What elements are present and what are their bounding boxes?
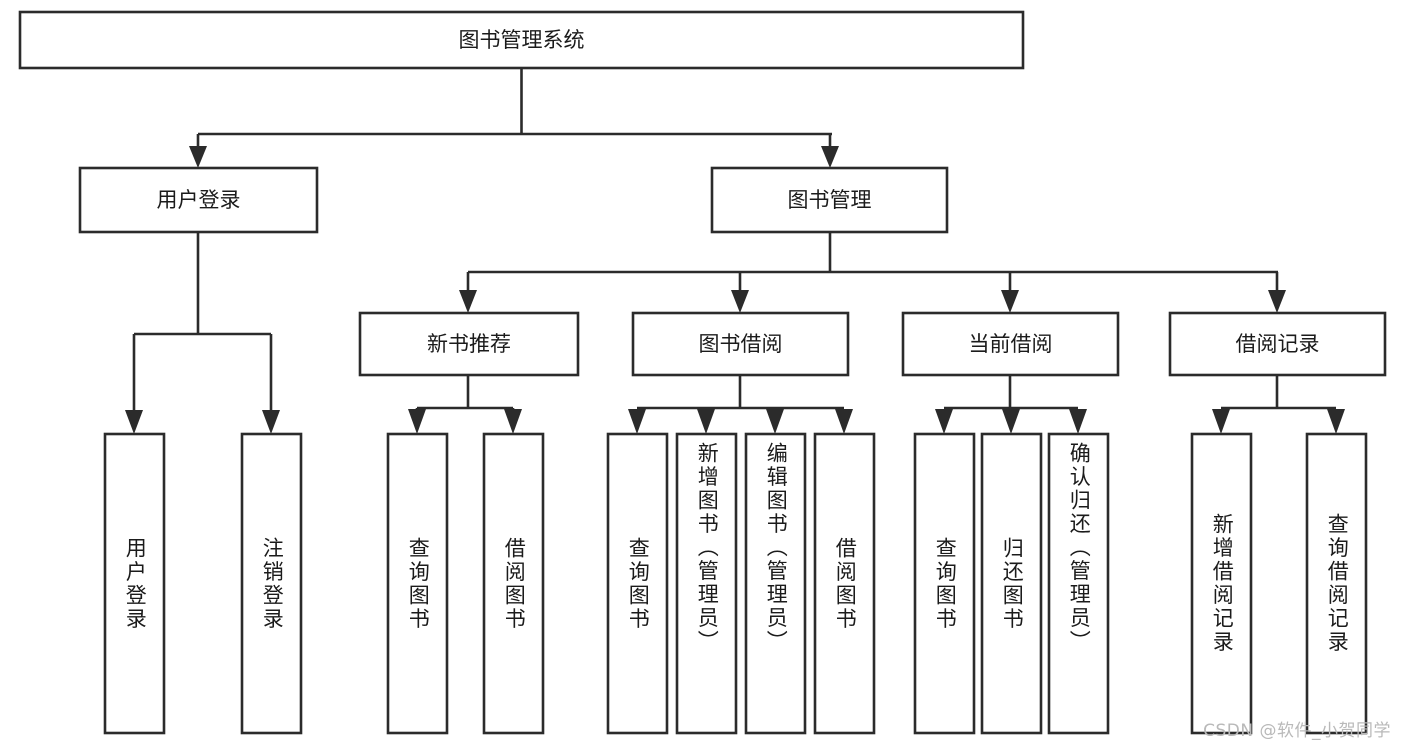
arrow-head-leaf-add-book <box>697 409 715 434</box>
leaf-box-query-book-1[interactable] <box>386 432 449 735</box>
arrow-head-leaf-query-book-1 <box>408 409 426 434</box>
leaf-box-return-book[interactable] <box>980 432 1043 735</box>
node-current-borrow[interactable]: 当前借阅 <box>901 311 1120 377</box>
node-user-login-box[interactable] <box>78 166 319 234</box>
leaf-box-query-book-3[interactable] <box>913 432 976 735</box>
node-book-management-box[interactable] <box>710 166 949 234</box>
arrow-head-leaf-return-book <box>1002 409 1020 434</box>
node-book-management[interactable]: 图书管理 <box>710 166 949 234</box>
arrow-head-leaf-edit-book <box>766 409 784 434</box>
node-new-book-recommend-label: 新书推荐 <box>427 332 511 356</box>
arrow-head-leaf-query-record <box>1327 409 1345 434</box>
arrow-head-current-borrow <box>1001 290 1019 313</box>
arrow-head-new-book-rec <box>459 290 477 313</box>
leaf-box-query-book-2[interactable] <box>606 432 669 735</box>
leaf-box-borrow-book-1[interactable] <box>482 432 545 735</box>
node-book-borrow[interactable]: 图书借阅 <box>631 311 850 377</box>
arrow-head-borrow-record <box>1268 290 1286 313</box>
node-new-book-recommend-box[interactable] <box>358 311 580 377</box>
arrow-head-leaf-query-book-2 <box>628 409 646 434</box>
arrow-head-book-borrow <box>731 290 749 313</box>
node-borrow-record-label: 借阅记录 <box>1236 332 1320 356</box>
leaf-box-logout[interactable] <box>240 432 303 735</box>
leaf-box-query-borrow-record[interactable] <box>1305 432 1368 735</box>
connector-group-book-mgmt <box>459 232 1286 313</box>
connector-group-user-login <box>125 232 280 434</box>
arrow-head-leaf-borrow-book-2 <box>835 409 853 434</box>
connector-group-new-book-rec <box>408 375 522 434</box>
leaf-box-add-book[interactable] <box>675 432 738 735</box>
leaf-box-user-login[interactable] <box>103 432 166 735</box>
connector-group-current-borrow <box>935 375 1087 434</box>
arrow-head-book-mgmt <box>821 146 839 168</box>
node-book-borrow-box[interactable] <box>631 311 850 377</box>
arrow-head-user-login <box>189 146 207 168</box>
leaf-box-confirm-return[interactable] <box>1047 432 1110 735</box>
node-book-borrow-label: 图书借阅 <box>699 332 783 356</box>
node-root-box[interactable] <box>18 10 1025 70</box>
node-current-borrow-box[interactable] <box>901 311 1120 377</box>
node-user-login-label: 用户登录 <box>157 188 241 212</box>
connector-group-root <box>189 68 839 168</box>
connector-group-borrow-record <box>1212 375 1345 434</box>
leaf-box-add-borrow-record[interactable] <box>1190 432 1253 735</box>
leaf-box-borrow-book-2[interactable] <box>813 432 876 735</box>
node-borrow-record[interactable]: 借阅记录 <box>1168 311 1387 377</box>
node-user-login[interactable]: 用户登录 <box>78 166 319 234</box>
node-book-management-label: 图书管理 <box>788 188 872 212</box>
node-current-borrow-label: 当前借阅 <box>969 332 1053 356</box>
node-root-label: 图书管理系统 <box>459 28 585 52</box>
arrow-head-leaf-query-book-3 <box>935 409 953 434</box>
arrow-head-leaf-logout <box>262 410 280 434</box>
node-root[interactable]: 图书管理系统 <box>18 10 1025 70</box>
arrow-head-leaf-add-record <box>1212 409 1230 434</box>
arrow-head-leaf-user-login <box>125 410 143 434</box>
arrow-head-leaf-borrow-book-1 <box>504 409 522 434</box>
leaf-box-edit-book[interactable] <box>744 432 807 735</box>
connector-group-book-borrow <box>628 375 853 434</box>
node-borrow-record-box[interactable] <box>1168 311 1387 377</box>
arrow-head-leaf-confirm-return <box>1069 409 1087 434</box>
node-new-book-recommend[interactable]: 新书推荐 <box>358 311 580 377</box>
